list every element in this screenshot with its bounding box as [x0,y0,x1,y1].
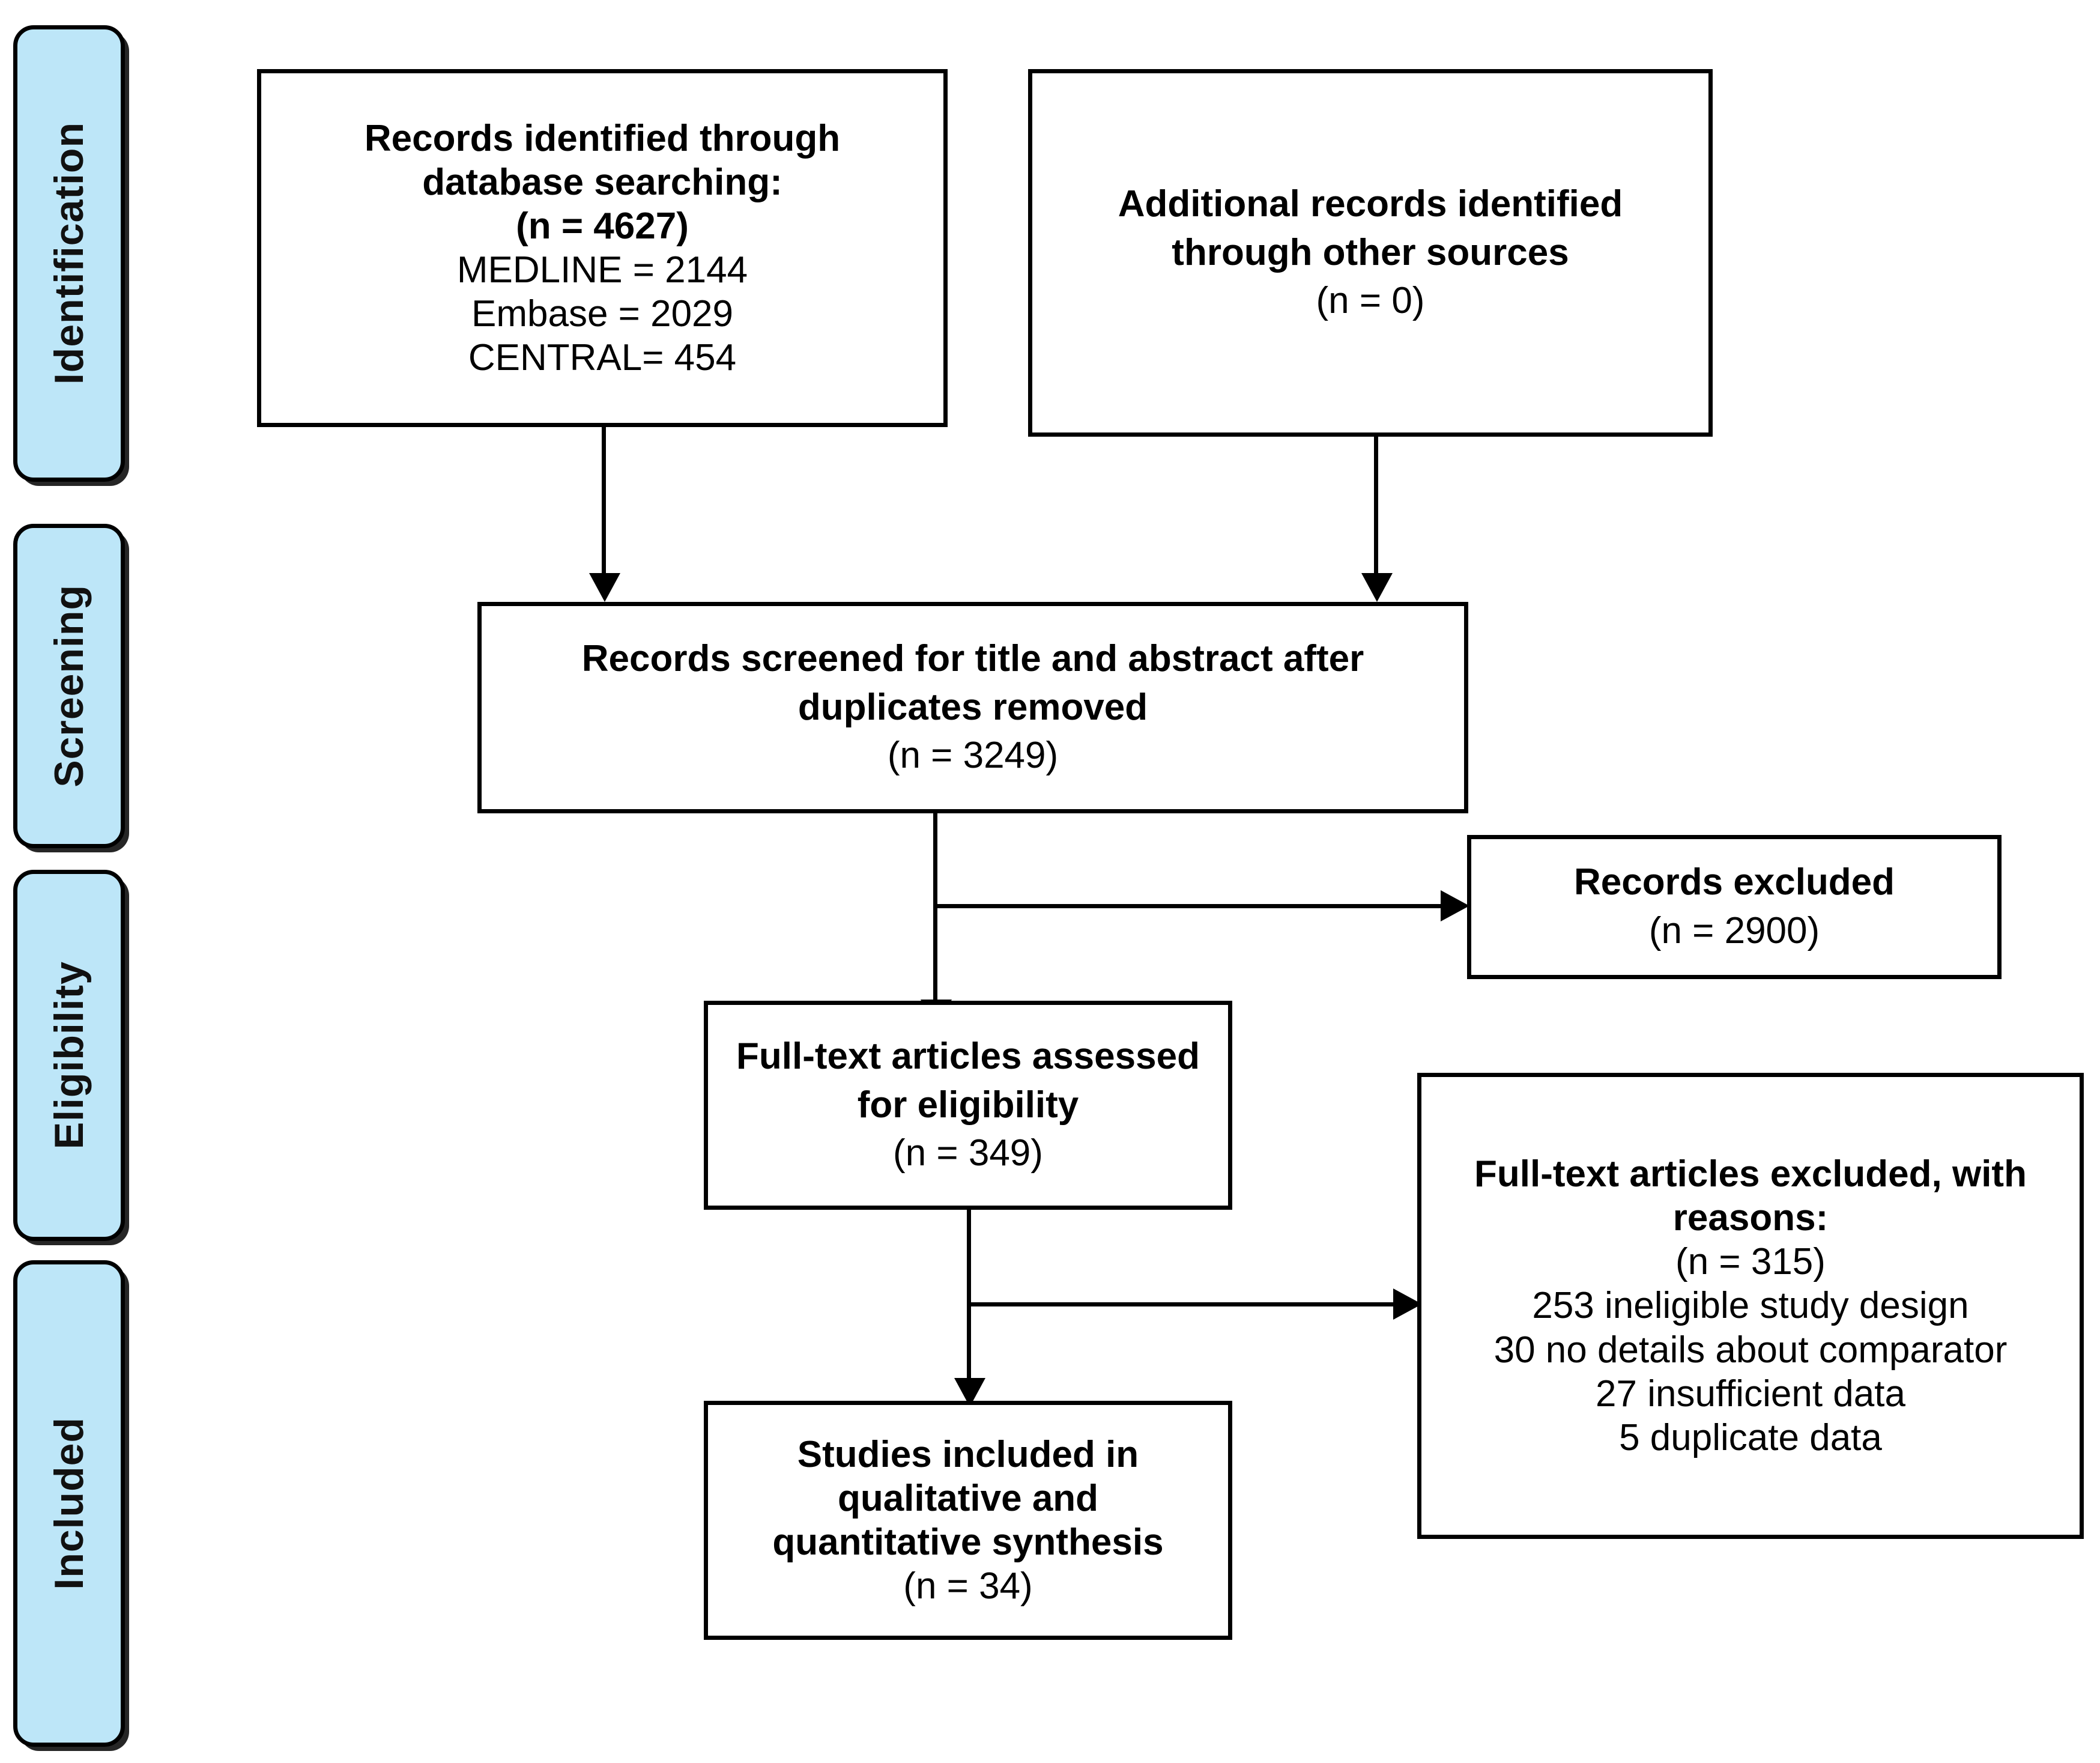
connector-fulltext-to-excluded [967,1302,1393,1306]
records-identified-source-central: CENTRAL= 454 [468,337,737,379]
stage-tab-included[interactable]: Included [13,1260,125,1747]
fulltext-excluded-count: (n = 315) [1675,1241,1826,1283]
stage-tab-screening[interactable]: Screening [13,524,125,848]
arrowhead-screened-to-excluded [1441,890,1469,921]
records-screened-line-2: duplicates removed [797,686,1148,728]
records-identified-line-1: Records identified through [364,117,841,159]
fulltext-excluded-line-2: reasons: [1672,1197,1829,1239]
box-additional-records: Additional records identified through ot… [1028,69,1713,437]
box-records-screened: Records screened for title and abstract … [477,602,1468,813]
additional-records-count: (n = 0) [1316,280,1425,322]
fulltext-excluded-reason-2: 30 no details about comparator [1493,1329,2008,1371]
fulltext-assessed-line-1: Full-text articles assessed [736,1036,1200,1078]
records-identified-line-2: database searching: [422,161,782,203]
studies-included-line-2: qualitative and [837,1477,1099,1519]
studies-included-line-3: quantitative synthesis [772,1522,1164,1563]
records-identified-source-embase: Embase = 2029 [471,293,734,335]
additional-records-line-1: Additional records identified [1118,183,1623,225]
fulltext-assessed-line-2: for eligibility [857,1084,1079,1126]
box-fulltext-excluded: Full-text articles excluded, with reason… [1417,1073,2084,1539]
box-records-excluded: Records excluded (n = 2900) [1467,835,2002,979]
fulltext-excluded-reason-1: 253 ineligible study design [1532,1285,1969,1327]
records-excluded-count: (n = 2900) [1648,910,1820,951]
stage-label-included: Included [46,1417,92,1590]
studies-included-line-1: Studies included in [797,1433,1139,1475]
stage-tab-identification[interactable]: Identification [13,25,125,482]
records-excluded-label: Records excluded [1573,861,1895,903]
records-screened-line-1: Records screened for title and abstract … [581,638,1364,680]
records-screened-count: (n = 3249) [887,735,1059,777]
studies-included-count: (n = 34) [903,1565,1033,1607]
stage-tab-eligibility[interactable]: Eligibility [13,870,125,1241]
stage-label-identification: Identification [46,122,92,385]
stage-label-eligibility: Eligibility [46,961,92,1150]
connector-identified-to-screened [602,427,606,573]
arrowhead-additional-to-screened [1361,573,1393,602]
box-records-identified: Records identified through database sear… [257,69,948,427]
fulltext-excluded-line-1: Full-text articles excluded, with [1474,1153,2027,1195]
arrowhead-identified-to-screened [589,573,620,602]
additional-records-line-2: through other sources [1172,231,1569,273]
records-identified-count: (n = 4627) [516,205,689,247]
fulltext-excluded-reason-4: 5 duplicate data [1619,1416,1882,1458]
box-studies-included: Studies included in qualitative and quan… [704,1401,1232,1640]
connector-fulltext-to-included [967,1210,971,1378]
box-fulltext-assessed: Full-text articles assessed for eligibil… [704,1001,1232,1210]
connector-screened-to-excluded [933,904,1441,908]
connector-additional-to-screened [1374,437,1378,573]
fulltext-excluded-reason-3: 27 insufficient data [1596,1373,1905,1415]
stage-label-screening: Screening [46,584,92,787]
fulltext-assessed-count: (n = 349) [893,1132,1043,1174]
records-identified-source-medline: MEDLINE = 2144 [456,249,748,291]
